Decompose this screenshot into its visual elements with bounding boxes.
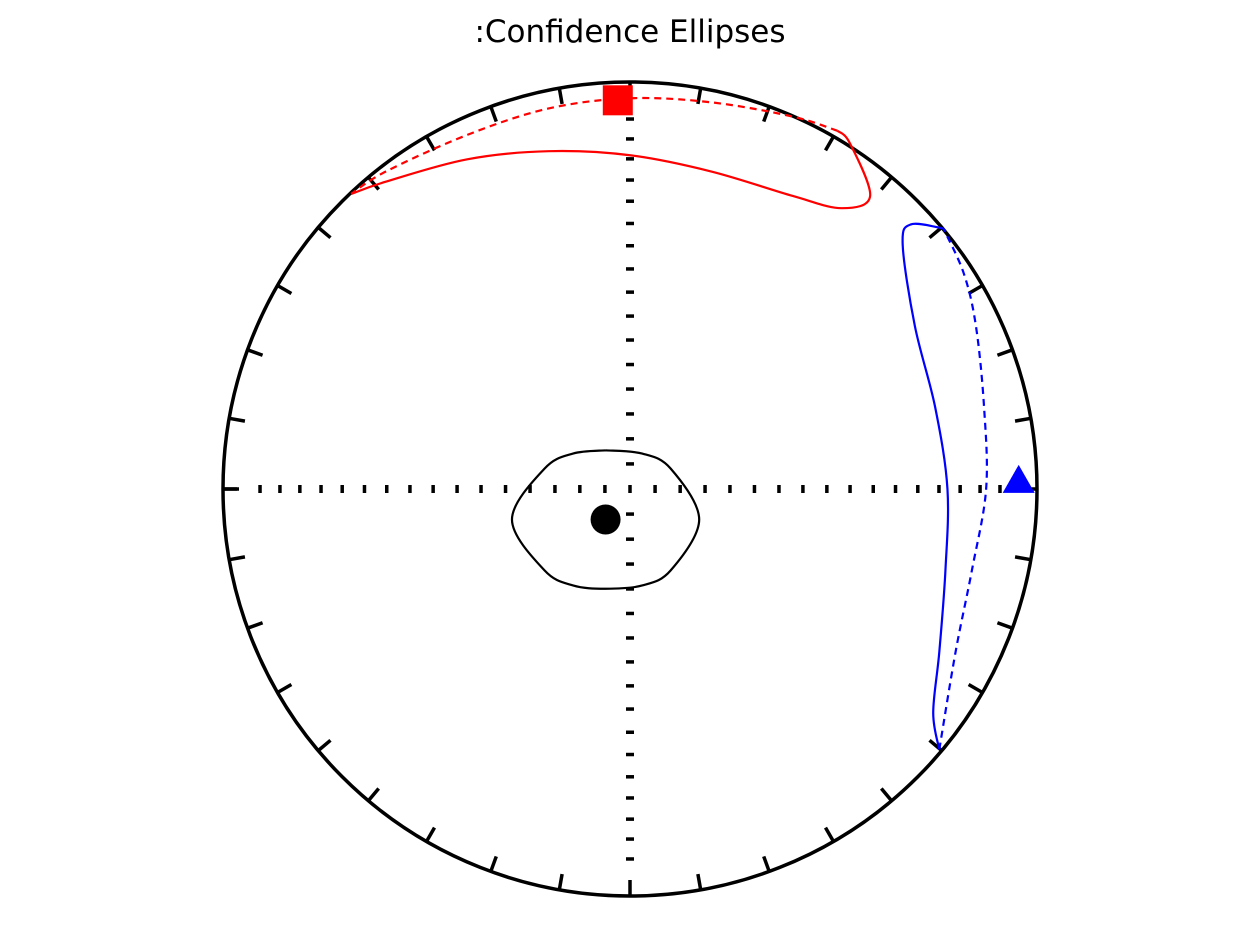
tick-mark	[996, 621, 1014, 630]
ellipse-3-dashed	[938, 228, 989, 750]
tick-mark	[317, 226, 332, 240]
tick-mark	[246, 348, 264, 357]
tick-mark	[228, 555, 246, 562]
ellipse-2-dashed	[350, 96, 838, 195]
ellipse-1-solid	[510, 449, 701, 590]
cross-axes	[223, 117, 1002, 861]
tick-mark	[996, 348, 1014, 357]
circle-marker	[590, 504, 621, 535]
ellipse-3-solid	[901, 222, 950, 750]
tick-mark	[228, 416, 246, 423]
tick-mark	[879, 176, 893, 191]
chart-title: :Confidence Ellipses	[474, 14, 786, 50]
tick-mark	[879, 787, 893, 802]
tick-mark	[696, 87, 703, 105]
tick-mark	[823, 135, 836, 152]
tick-mark	[424, 826, 437, 843]
tick-mark	[928, 226, 943, 240]
data-markers	[590, 85, 1035, 535]
tick-mark	[489, 105, 498, 123]
tick-mark	[367, 787, 381, 802]
tick-mark	[276, 682, 293, 695]
tick-mark	[762, 855, 771, 873]
tick-mark	[967, 283, 984, 296]
square-marker	[602, 85, 633, 116]
tick-mark	[489, 855, 498, 873]
ellipse-2-solid	[350, 129, 872, 210]
tick-mark	[1014, 555, 1032, 562]
tick-mark	[246, 621, 264, 630]
tick-mark	[424, 135, 437, 152]
tick-mark	[967, 682, 984, 695]
tick-mark	[557, 873, 564, 891]
tick-mark	[696, 873, 703, 891]
tick-mark	[557, 87, 564, 105]
tick-mark	[276, 283, 293, 296]
confidence-ellipses	[350, 96, 989, 750]
triangle-marker	[1002, 464, 1035, 493]
tick-mark	[1014, 416, 1032, 423]
tick-mark	[762, 105, 771, 123]
tick-mark	[823, 826, 836, 843]
tick-mark	[317, 738, 332, 752]
